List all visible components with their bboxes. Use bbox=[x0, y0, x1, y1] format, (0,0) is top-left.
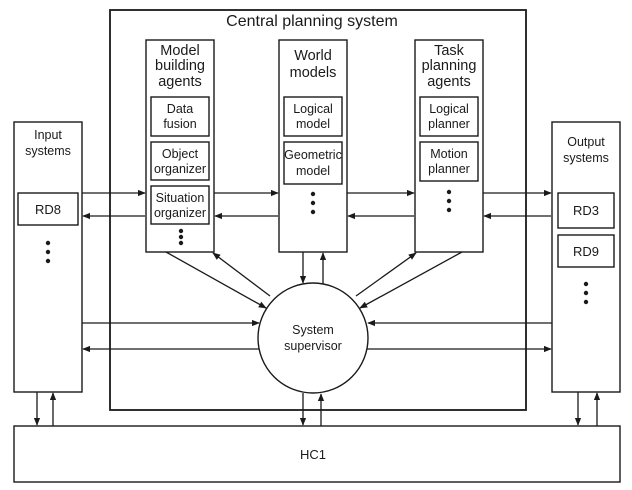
input-systems-ellipsis bbox=[45, 240, 51, 264]
hc1-label: HC1 bbox=[300, 447, 326, 462]
data-fusion-box: Data fusion bbox=[150, 96, 210, 137]
central-planning-frame bbox=[109, 9, 527, 411]
task-planning-title-1: Task bbox=[434, 43, 465, 59]
rd3-label: RD3 bbox=[573, 203, 599, 218]
world-models-ellipsis bbox=[310, 191, 316, 215]
model-building-ellipsis bbox=[178, 228, 184, 246]
central-planning-title: Central planning system bbox=[226, 13, 398, 30]
input-systems-box bbox=[13, 121, 83, 393]
data-fusion-line-2: fusion bbox=[163, 117, 196, 131]
rd8-label: RD8 bbox=[35, 202, 61, 217]
rd8-box: RD8 bbox=[17, 192, 79, 226]
object-organizer-line-1: Object bbox=[162, 147, 199, 161]
rd9-box: RD9 bbox=[557, 234, 615, 268]
rd3-box: RD3 bbox=[557, 192, 615, 229]
task-planning-title-3: agents bbox=[427, 74, 471, 90]
logical-model-box: Logical model bbox=[283, 96, 343, 137]
geometric-model-line-1: Geometric bbox=[284, 148, 342, 162]
model-building-title-2: building bbox=[155, 58, 205, 74]
supervisor-line-2: supervisor bbox=[284, 339, 342, 353]
rd9-label: RD9 bbox=[573, 244, 599, 259]
world-models-title-1: World bbox=[294, 48, 332, 64]
geometric-model-line-2: model bbox=[296, 164, 330, 178]
system-supervisor: System supervisor bbox=[257, 282, 369, 394]
motion-planner-box: Motion planner bbox=[419, 141, 479, 182]
situation-organizer-box: Situation organizer bbox=[150, 185, 210, 225]
motion-planner-line-2: planner bbox=[428, 162, 470, 176]
situation-organizer-line-2: organizer bbox=[154, 206, 206, 220]
arrow-model-to-supervisor bbox=[165, 251, 267, 309]
output-systems-title-2: systems bbox=[563, 151, 609, 165]
object-organizer-line-2: organizer bbox=[154, 162, 206, 176]
input-systems-title-1: Input bbox=[34, 128, 62, 142]
arrow-supervisor-to-model bbox=[212, 252, 271, 297]
logical-planner-line-2: planner bbox=[428, 117, 470, 131]
model-building-title-3: agents bbox=[158, 74, 202, 90]
data-fusion-line-1: Data bbox=[167, 102, 193, 116]
supervisor-line-1: System bbox=[292, 323, 334, 337]
task-planning-ellipsis bbox=[446, 189, 452, 213]
logical-planner-box: Logical planner bbox=[419, 96, 479, 137]
logical-model-line-2: model bbox=[296, 117, 330, 131]
logical-model-line-1: Logical bbox=[293, 102, 333, 116]
output-systems-title-1: Output bbox=[567, 135, 605, 149]
input-systems-title-2: systems bbox=[25, 144, 71, 158]
situation-organizer-line-1: Situation bbox=[156, 191, 205, 205]
geometric-model-box: Geometric model bbox=[283, 141, 343, 185]
hc1-bus: HC1 bbox=[13, 425, 621, 483]
world-models-title-2: models bbox=[290, 65, 337, 81]
object-organizer-box: Object organizer bbox=[150, 141, 210, 181]
task-planning-title-2: planning bbox=[422, 58, 477, 74]
arrow-supervisor-to-task bbox=[355, 252, 417, 297]
motion-planner-line-1: Motion bbox=[430, 147, 468, 161]
model-building-title-1: Model bbox=[160, 43, 200, 59]
output-systems-ellipsis bbox=[583, 281, 589, 305]
arrow-task-to-supervisor bbox=[359, 251, 463, 309]
logical-planner-line-1: Logical bbox=[429, 102, 469, 116]
